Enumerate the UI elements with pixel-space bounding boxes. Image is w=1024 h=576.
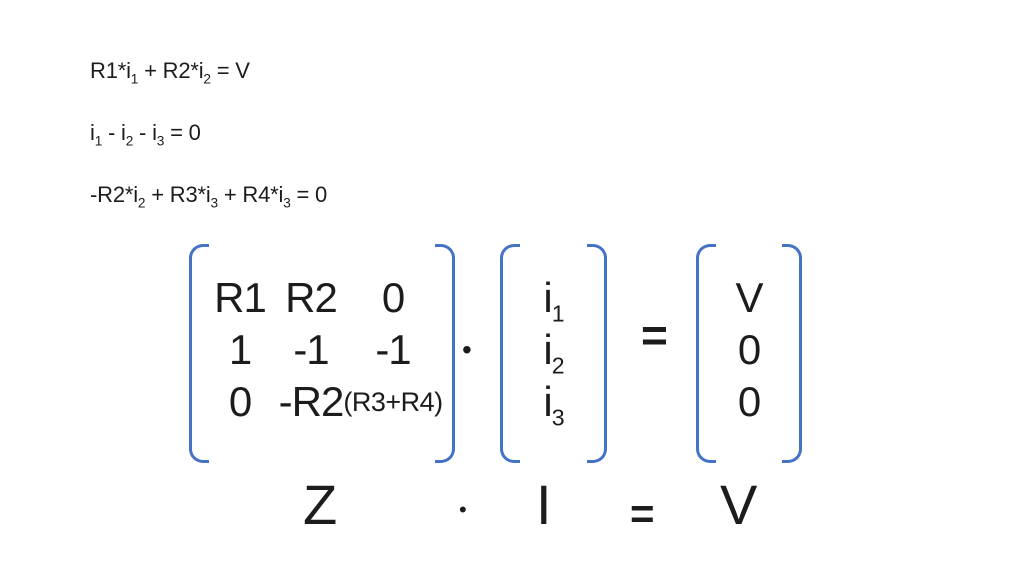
matrix-cell-r1c1: R1 bbox=[214, 274, 267, 321]
right-bracket bbox=[587, 244, 607, 463]
matrix-cell-r3c1: 0 bbox=[228, 378, 252, 425]
equals-sign: = bbox=[630, 490, 655, 537]
equation-loop1: R1*i1 + R2*i2 = V bbox=[90, 58, 250, 87]
voltage-vector: V 0 0 bbox=[696, 244, 802, 463]
matrix-cell-r2c3: -1 bbox=[375, 326, 411, 373]
multiplication-dot: • bbox=[459, 497, 467, 522]
right-bracket bbox=[782, 244, 802, 463]
left-bracket bbox=[696, 244, 716, 463]
current-vector: i1 i2 i3 bbox=[500, 244, 607, 463]
left-bracket bbox=[500, 244, 520, 463]
impedance-matrix: R1 R2 0 1 -1 -1 0 -R2 (R3+R4) bbox=[189, 244, 455, 463]
symbol-v-voltage: V bbox=[720, 473, 758, 536]
vector-grid: i1 i2 i3 bbox=[520, 272, 587, 431]
voltage-entry-1: V bbox=[735, 274, 763, 321]
current-entry-2: i2 bbox=[543, 326, 564, 379]
matrix-cell-r2c2: -1 bbox=[293, 326, 329, 373]
matrix-cell-r3c2: -R2 bbox=[278, 378, 345, 425]
matrix-cell-r1c2: R2 bbox=[285, 274, 338, 321]
current-entry-1: i1 bbox=[543, 274, 564, 327]
matrix-cell-r1c3: 0 bbox=[381, 274, 405, 321]
right-bracket bbox=[435, 244, 455, 463]
current-entry-3: i3 bbox=[543, 378, 564, 431]
equals-sign: = bbox=[641, 309, 668, 361]
voltage-entry-2: 0 bbox=[737, 326, 761, 373]
matrix-cell-r2c1: 1 bbox=[228, 326, 252, 373]
multiplication-dot: • bbox=[462, 334, 472, 365]
left-bracket bbox=[189, 244, 209, 463]
symbol-i-current: I bbox=[536, 473, 552, 536]
matrix-grid: R1 R2 0 1 -1 -1 0 -R2 (R3+R4) bbox=[211, 272, 443, 428]
voltage-entry-3: 0 bbox=[737, 378, 761, 425]
vector-grid: V 0 0 bbox=[716, 272, 782, 428]
equation-node: i1 - i2 - i3 = 0 bbox=[90, 120, 201, 149]
symbol-z-impedance: Z bbox=[303, 473, 338, 536]
matrix-cell-r3c3: (R3+R4) bbox=[343, 386, 443, 417]
equation-loop2: -R2*i2 + R3*i3 + R4*i3 = 0 bbox=[90, 182, 328, 211]
